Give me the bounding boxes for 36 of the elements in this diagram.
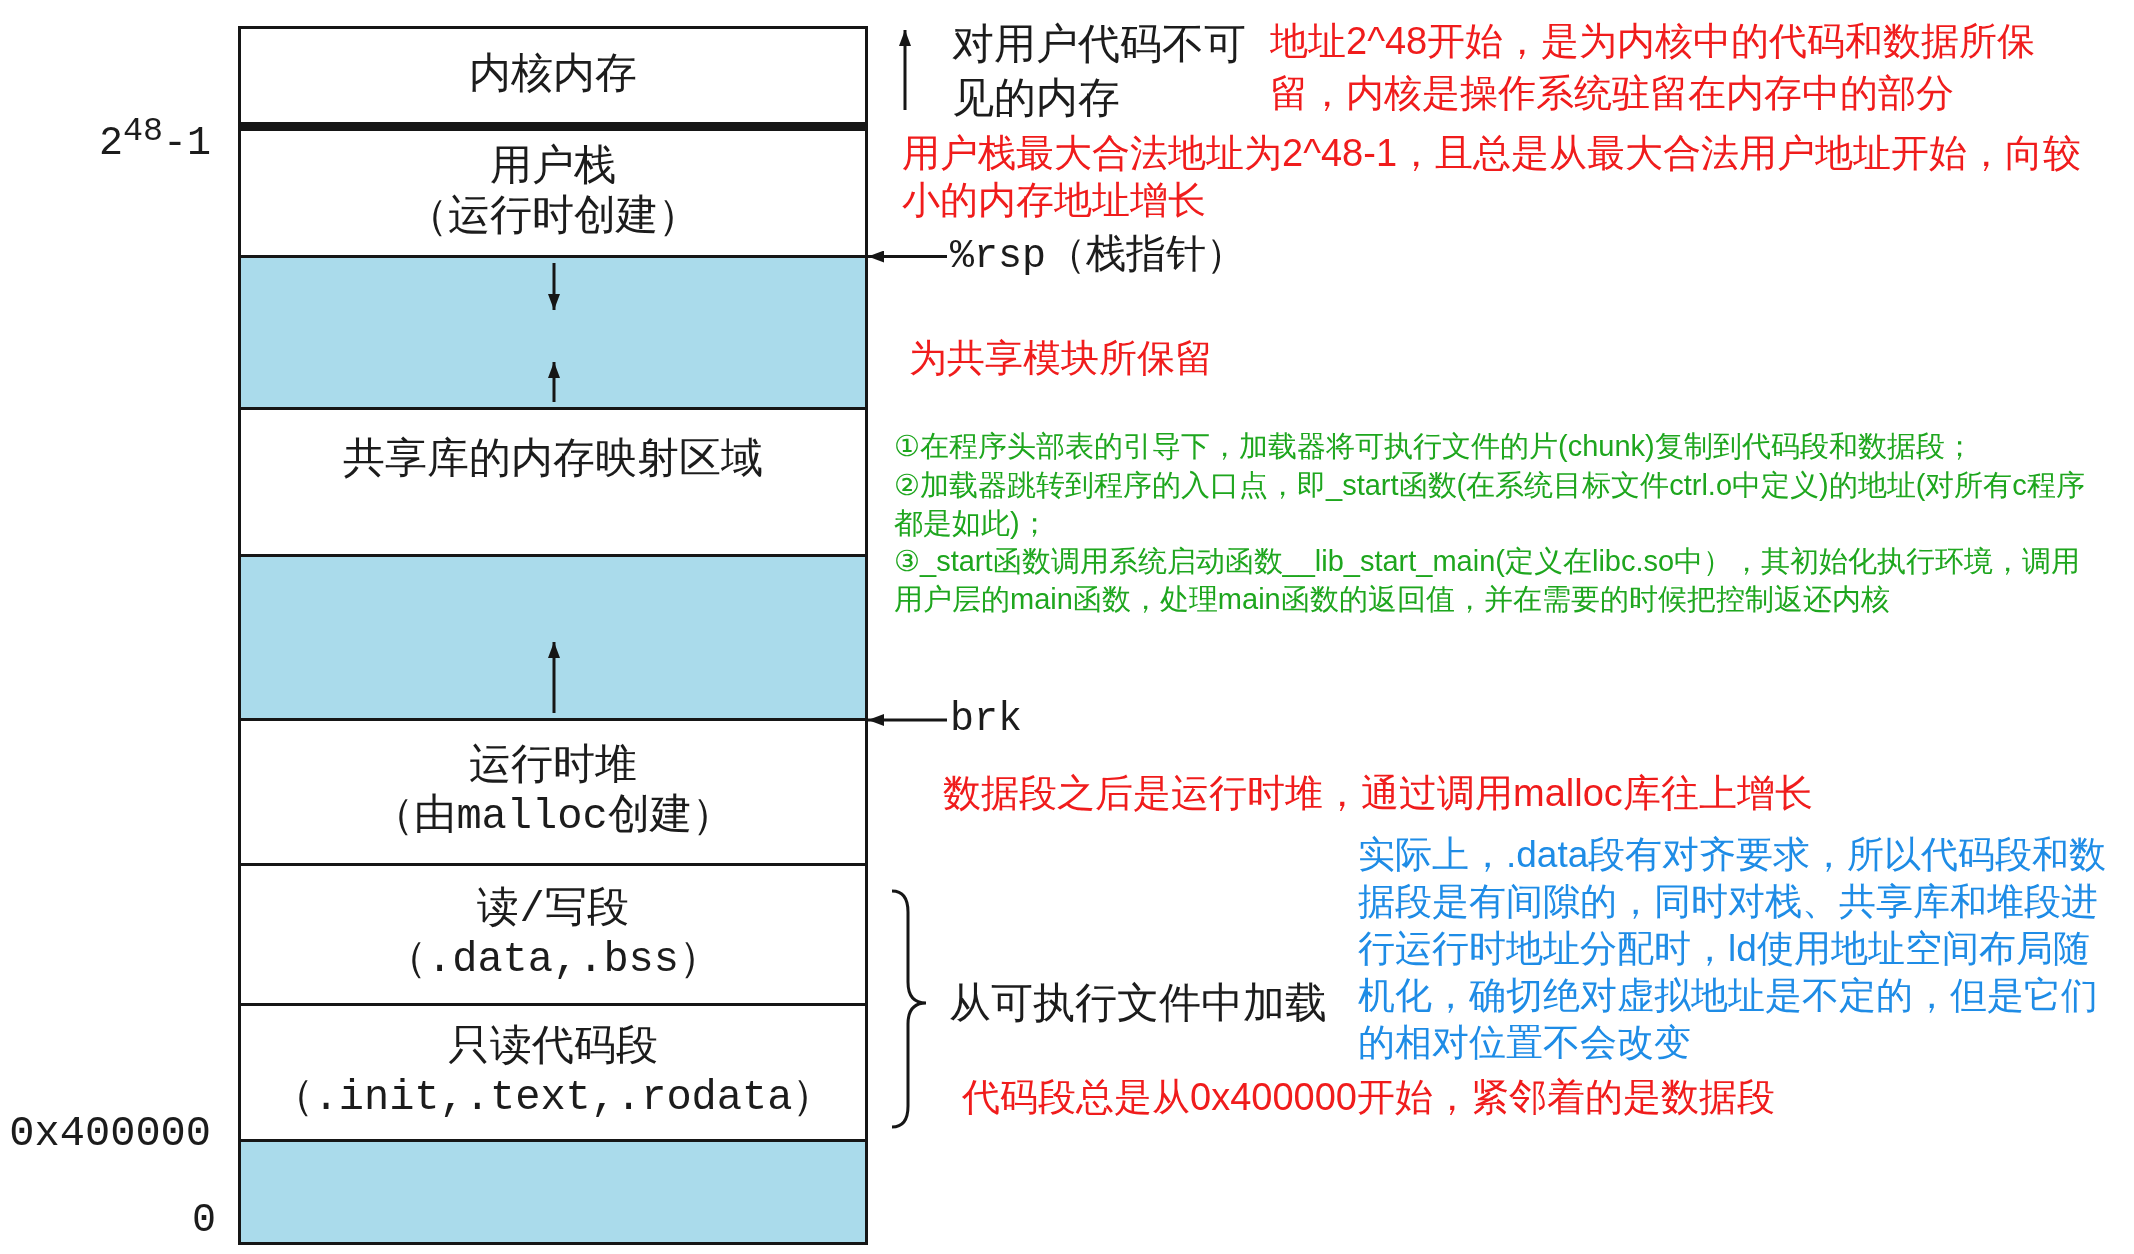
memory-segment (238, 128, 868, 258)
arrow (868, 714, 947, 726)
memory-segment (238, 863, 868, 1006)
address-label: 2$^{48}$-1 (98, 111, 211, 169)
shaded-band (238, 255, 868, 410)
segment-label: 内核内存 (469, 50, 637, 101)
note-text: 实际上，.data段有对齐要求，所以代码段和数据段是有间隙的，同时对栈、共享库和堆段进行运行时地址分配时，ld使用地址空间布局随机化，确切绝对虚拟地址是不定的，但是它们的相对位置不会改变 (1358, 833, 2108, 1065)
note-text: 地址2^48开始，是为内核中的代码和数据所保留，内核是操作系统驻留在内存中的部分 (1270, 19, 2037, 116)
segment-label: 读/写段 (477, 884, 629, 935)
address-label: 0x400000 (9, 1109, 211, 1159)
memory-segment (238, 718, 868, 866)
segment-label: 运行时堆 (469, 742, 637, 792)
note-text: 数据段之后是运行时堆，通过调用malloc库往上增长 (943, 771, 1813, 816)
note-text: 为共享模块所保留 (909, 336, 1213, 381)
pointer-label: brk (950, 695, 1022, 745)
segment-label: （.data,.bss） (384, 934, 721, 985)
segment-label: 共享库的内存映射区域 (343, 436, 763, 486)
arrow (868, 250, 947, 263)
note-text: 用户栈最大合法地址为2^48-1，且总是从最大合法用户地址开始，向较小的内存地址增长 (902, 131, 2083, 223)
memory-segment (238, 407, 868, 557)
side-label: 对用户代码不可见的内存 (952, 20, 1247, 123)
shaded-band (238, 1139, 868, 1245)
note-text: ②加载器跳转到程序的入口点，即_start函数(在系统目标文件ctrl.o中定义)的地址(对所有c程序都是如此)； (894, 468, 2086, 541)
pointer-label: %rsp（栈指针） (950, 232, 1246, 282)
segment-label: 只读代码段 (448, 1022, 658, 1073)
note-text: ①在程序头部表的引导下，加载器将可执行文件的片(chunk)复制到代码段和数据段； (894, 429, 1975, 464)
shaded-band (238, 554, 868, 721)
address-label: 0 (192, 1197, 216, 1245)
brace-label: 从可执行文件中加载 (949, 979, 1327, 1028)
segment-label: （运行时创建） (406, 193, 700, 243)
note-text: ③_start函数调用系统启动函数__lib_start_main(定义在libc.so中），其初始化执行环境，调用用户层的main函数，处理main函数的返回值，并在需要的时候把控制返还内核 (894, 544, 2082, 617)
segment-label: （.init,.text,.rodata） (271, 1072, 835, 1123)
note-text: 代码段总是从0x400000开始，紧邻着的是数据段 (962, 1075, 1775, 1120)
memory-segment (238, 1003, 868, 1142)
segment-label: （由malloc创建） (372, 792, 734, 842)
segment-label: 用户栈 (490, 143, 616, 193)
